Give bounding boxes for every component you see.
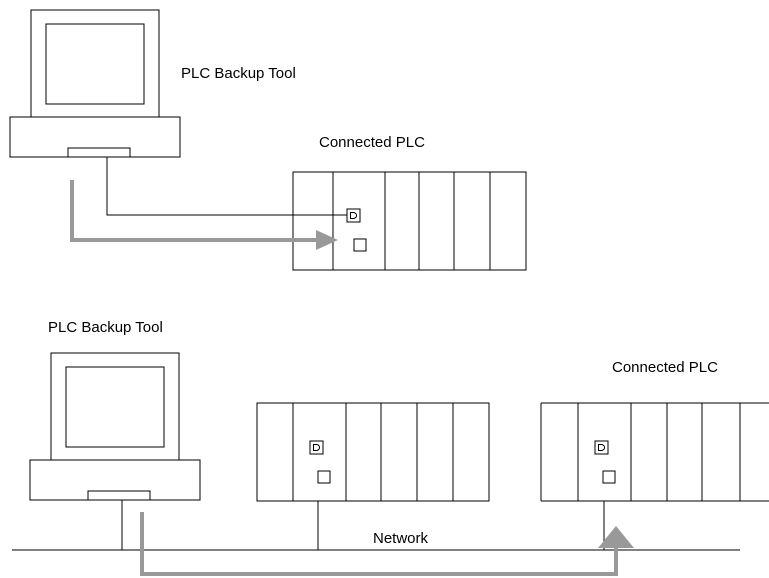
bottom-connected-plc: [540, 402, 769, 502]
bottom-plc-port-d-glyph: [598, 444, 605, 451]
bottom-backup-computer: [29, 352, 201, 501]
bottom-computer-base: [29, 459, 201, 501]
network-plc-port-square: [317, 470, 331, 484]
top-connection-cable: [106, 157, 347, 216]
top-monitor-screen: [45, 23, 145, 105]
network-plc-rack: [256, 402, 490, 502]
network-label: Network: [373, 530, 429, 547]
top-plc-label: Connected PLC: [319, 134, 425, 151]
top-tool-label: PLC Backup Tool: [181, 65, 296, 82]
top-plc-port-square: [353, 238, 367, 252]
top-connected-plc: [292, 171, 527, 271]
network-plc-port-d: [309, 440, 324, 455]
top-plc-rack: [292, 171, 527, 271]
bottom-plc-port-square: [602, 470, 616, 484]
top-monitor-outer: [30, 9, 160, 118]
top-plc-port-d-glyph: [350, 212, 357, 219]
top-backup-computer: [9, 9, 181, 158]
bottom-plc-label: Connected PLC: [612, 359, 718, 376]
top-transfer-arrow: [70, 180, 338, 250]
top-computer-base: [9, 116, 181, 158]
bottom-monitor-screen: [65, 366, 165, 448]
bottom-monitor-outer: [50, 352, 180, 461]
bottom-transfer-arrow: [140, 512, 634, 576]
bottom-tool-label: PLC Backup Tool: [48, 319, 163, 336]
network-plc-port-d-glyph: [313, 444, 320, 451]
bottom-port-connector: [87, 490, 151, 501]
top-port-connector: [67, 147, 131, 158]
network-plc: [256, 402, 490, 502]
top-plc-port-d: [346, 208, 361, 223]
bottom-plc-port-d: [594, 440, 609, 455]
network-bus: [12, 500, 740, 551]
